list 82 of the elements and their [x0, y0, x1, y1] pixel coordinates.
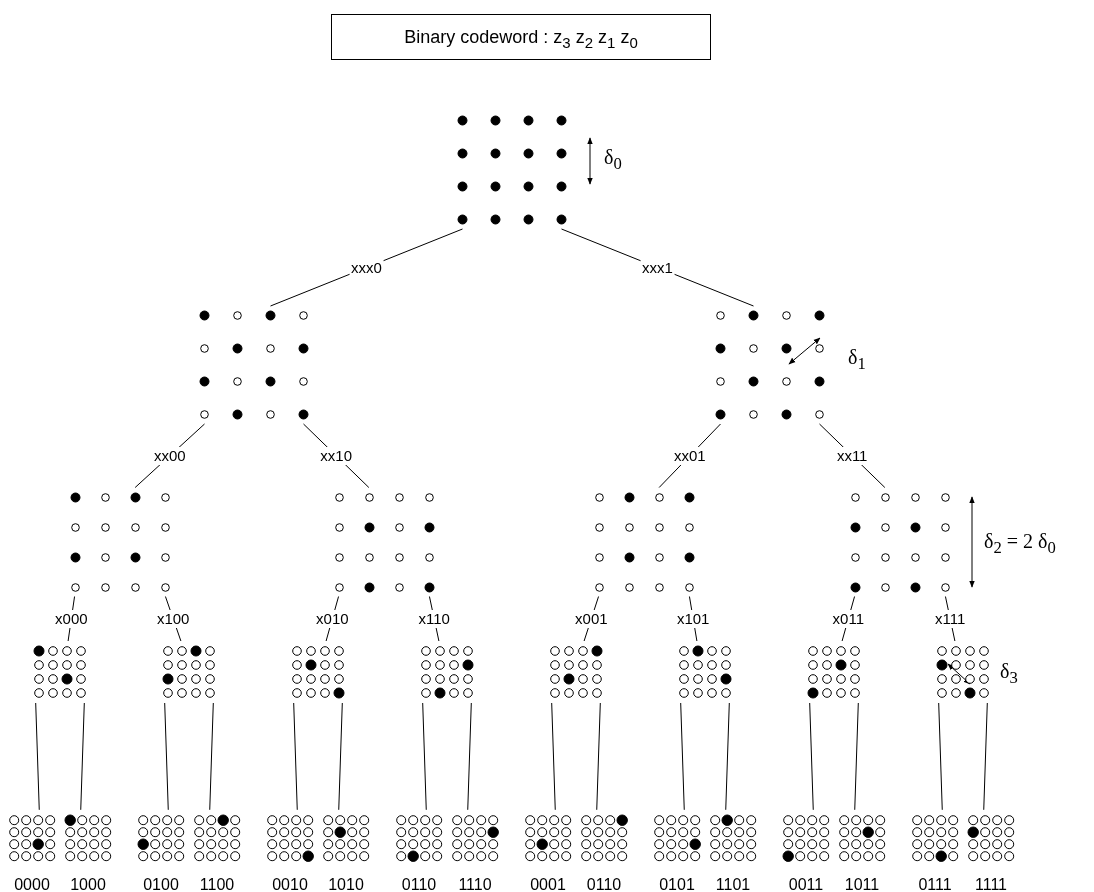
codeword-label: 1000	[70, 876, 106, 892]
edge-label: xx01	[671, 446, 708, 465]
edge-label: x101	[674, 609, 712, 628]
constellation-drawing	[457, 115, 567, 225]
constellation-drawing	[394, 813, 444, 863]
connector-line	[293, 702, 298, 811]
dimension-label: δ$_{3}$	[1000, 660, 1018, 688]
edge-label: x011	[830, 609, 866, 628]
codeword-label: 0000	[14, 876, 50, 892]
connector-line	[809, 702, 814, 811]
constellation-drawing	[199, 310, 309, 420]
constellation-drawing	[652, 813, 702, 863]
edge-label: xxx1	[640, 258, 675, 277]
codeword-label: 0110	[401, 876, 437, 892]
connector-line	[938, 702, 943, 811]
codeword-label: 0010	[272, 876, 308, 892]
constellation-drawing	[837, 813, 887, 863]
connector-line	[551, 702, 556, 811]
constellation-drawing	[910, 813, 960, 863]
codeword-label: 0101	[659, 876, 695, 892]
constellation-drawing	[966, 813, 1016, 863]
codeword-label: 1101	[715, 876, 751, 892]
codeword-label: 1010	[328, 876, 364, 892]
connector-line	[338, 702, 343, 811]
codeword-label: 0110	[586, 876, 622, 892]
constellation-drawing	[593, 491, 695, 593]
codeword-label: 0011	[788, 876, 824, 892]
edge-label: xxx0	[349, 258, 384, 277]
codeword-label: 1110	[458, 876, 492, 892]
constellation-drawing	[420, 645, 474, 699]
connector-line	[680, 702, 685, 811]
constellation-drawing	[708, 813, 758, 863]
constellation-drawing	[192, 813, 242, 863]
codeword-label: 0100	[143, 876, 179, 892]
constellation-drawing	[321, 813, 371, 863]
edge-label: x110	[416, 609, 452, 628]
edge-label: x000	[53, 609, 90, 628]
dimension-label: δ$_{0}$	[604, 146, 622, 174]
constellation-drawing	[579, 813, 629, 863]
codeword-label: 1100	[199, 876, 235, 892]
constellation-drawing	[523, 813, 573, 863]
dimension-label: δ$_{1}$	[848, 346, 866, 374]
constellation-drawing	[450, 813, 500, 863]
connector-line	[725, 702, 730, 811]
connector-line	[164, 702, 169, 811]
constellation-drawing	[849, 491, 951, 593]
connector-line	[209, 702, 214, 811]
constellation-drawing	[63, 813, 113, 863]
title: Binary codeword : z$_{3}$ z$_{2}$ z$_{1}$ z$_{0}$	[331, 14, 711, 60]
constellation-drawing	[678, 645, 732, 699]
edge-label: x111	[933, 609, 968, 628]
constellation-drawing	[69, 491, 171, 593]
constellation-drawing	[265, 813, 315, 863]
connector-line	[35, 702, 40, 811]
connector-line	[467, 702, 472, 811]
edge-label: xx10	[318, 446, 354, 465]
constellation-drawing	[549, 645, 603, 699]
edge-label: xx00	[151, 446, 188, 465]
constellation-drawing	[936, 645, 990, 699]
constellation-drawing	[162, 645, 216, 699]
connector-line	[983, 702, 988, 811]
edge-label: x100	[154, 609, 192, 628]
constellation-drawing	[715, 310, 825, 420]
codeword-label: 0111	[918, 876, 952, 892]
constellation-drawing	[33, 645, 87, 699]
codeword-label: 1111	[975, 876, 1007, 892]
edge-label: xx11	[834, 446, 870, 465]
edge-label: x001	[573, 609, 610, 628]
connector-line	[422, 702, 427, 811]
edge-label: x010	[314, 609, 351, 628]
dimension-label: δ$_{2}$ = 2 δ$_{0}$	[984, 530, 1056, 558]
constellation-drawing	[333, 491, 435, 593]
codeword-label: 0001	[530, 876, 566, 892]
connector-line	[854, 702, 859, 811]
constellation-drawing	[7, 813, 57, 863]
constellation-drawing	[807, 645, 861, 699]
connector-line	[596, 702, 601, 811]
constellation-drawing	[136, 813, 186, 863]
connector-line	[80, 702, 85, 811]
constellation-drawing	[291, 645, 345, 699]
codeword-label: 1011	[844, 876, 880, 892]
constellation-drawing	[781, 813, 831, 863]
